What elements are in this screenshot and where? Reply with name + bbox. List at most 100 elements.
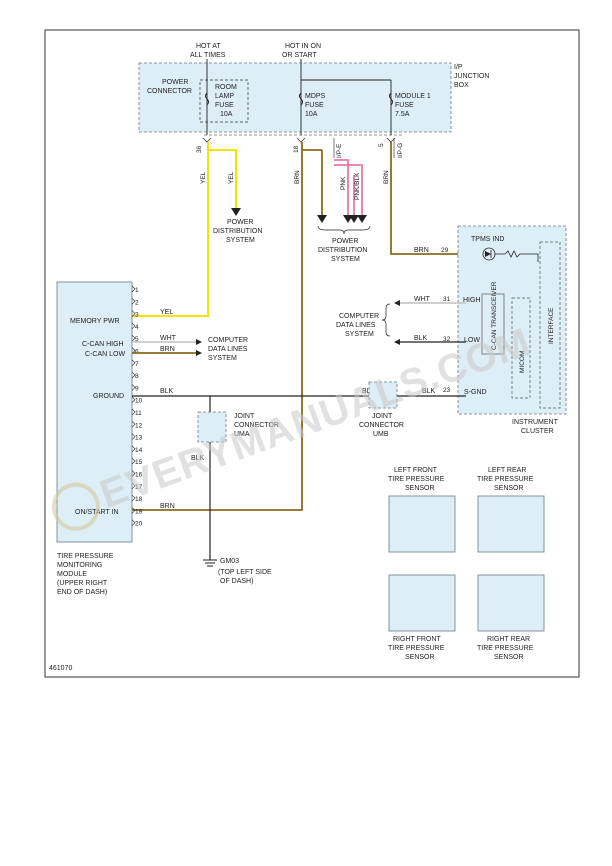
sensor-lr-1: LEFT REAR [488,467,526,474]
cluster-transceiver-block [481,293,505,355]
wire-label-yel-pwr: YEL [160,309,173,316]
tpms-pin-10: 10 [135,398,143,405]
wire-label-yel-1: YEL [200,171,207,184]
power-connector-label-2: CONNECTOR [147,88,192,95]
cdl-left-line-1: COMPUTER [208,337,248,344]
svg-text:ROOM: ROOM [215,84,237,91]
cdl-right-line-1: COMPUTER [339,313,379,320]
umb-label-3: UMB [373,431,389,438]
sensor-rr-3: SENSOR [494,654,524,661]
cluster-pin-23: 23 [443,387,451,394]
pds-2-line-2: DISTRIBUTION [318,247,367,254]
sensor-lr-3: SENSOR [494,485,524,492]
ip-e-label: I/P-E [336,143,343,158]
hot-run-start-2: OR START [282,52,317,59]
sensor-lf-2: TIRE PRESSURE [388,476,445,483]
svg-text:MDPS: MDPS [305,93,326,100]
wire-label-yel-2: YEL [228,171,235,184]
micom-label: MICOM [519,351,526,373]
sensor-rr-1: RIGHT REAR [487,636,530,643]
jb-pin-5: 5 [378,143,385,147]
umb-label-2: CONNECTOR [359,422,404,429]
tpms-pin-1: 1 [135,287,139,294]
fuse-mdps: MDPS FUSE 10A [299,92,326,118]
svg-text:FUSE: FUSE [395,102,414,109]
wire-label-brn-29: BRN [414,247,429,254]
svg-text:FUSE: FUSE [305,102,324,109]
wire-label-pnk-blk: PNK/BLK [354,172,361,200]
cdl-left-line-3: SYSTEM [208,355,237,362]
wire-label-wht-can: WHT [160,335,177,342]
cluster-label-2: CLUSTER [521,428,554,435]
wire-pnk [334,159,349,215]
cluster-pin-31: 31 [443,296,451,303]
ground-label: GROUND [93,393,124,400]
wire-label-blk-uma: BLK [191,455,205,462]
tpms-ind-label: TPMS IND [471,236,504,243]
tpms-module-name-3: MODULE [57,571,87,578]
wire-label-pnk: PNK [340,176,347,190]
sensor-right-front [388,574,456,632]
tpms-module-name-4: (UPPER RIGHT [57,580,108,587]
hot-all-times-1: HOT AT [196,43,221,50]
junction-box-label-3: BOX [454,82,469,89]
tpms-module-name-1: TIRE PRESSURE [57,553,114,560]
diagram-id: 461070 [49,665,72,672]
jb-pin-36: 36 [196,145,203,153]
memory-pwr-label: MEMORY PWR [70,318,120,325]
high-label: HIGH [463,297,481,304]
svg-text:7.5A: 7.5A [395,111,410,118]
uma-label-1: JOINT [234,413,255,420]
tpms-pin-14: 14 [135,447,143,454]
tpms-pin-20: 20 [135,521,143,528]
ground-point-1: GM03 [220,558,239,565]
umb-label-1: JOINT [372,413,393,420]
interface-label: INTERFACE [548,307,555,344]
wire-yel-pds [208,149,237,208]
junction-box [138,62,452,133]
wire-label-brn-cluster: BRN [383,170,390,184]
sensor-rf-1: RIGHT FRONT [393,636,441,643]
wire-label-blk-umb: BLK [362,388,376,395]
tpms-pin-5: 5 [135,336,139,343]
pds-1-line-3: SYSTEM [226,237,255,244]
ip-g-label: I/P-G [397,143,404,158]
fuse-room-lamp: ROOM LAMP FUSE 10A [205,84,237,118]
svg-text:FUSE: FUSE [215,102,234,109]
cluster-interface-block [539,241,561,409]
power-connector-label-1: POWER [162,79,188,86]
pds-2-line-1: POWER [332,238,358,245]
tpms-pin-2: 2 [135,299,139,306]
sensor-lf-1: LEFT FRONT [394,467,438,474]
wire-label-brn-can: BRN [160,346,175,353]
wire-pnk-blk [334,164,363,215]
uma-label-2: CONNECTOR [234,422,279,429]
can-low-label: C-CAN LOW [85,351,125,358]
wire-label-blk-ground: BLK [160,388,174,395]
hot-all-times-2: ALL TIMES [190,52,226,59]
sensor-lr-2: TIRE PRESSURE [477,476,534,483]
cluster-pin-29: 29 [441,247,449,254]
sensor-right-rear [477,574,545,632]
svg-text:10A: 10A [220,111,233,118]
sensor-rf-2: TIRE PRESSURE [388,645,445,652]
ground-symbol-icon [203,559,217,567]
tpms-pin-9: 9 [135,385,139,392]
wire-label-blk-23: BLK [422,388,436,395]
wire-brn-cluster [390,142,465,255]
joint-connector-umb [368,381,398,409]
sensor-left-rear [477,495,545,553]
joint-connector-uma [197,411,227,443]
wire-label-blk-32: BLK [414,335,428,342]
s-gnd-label: S-GND [464,389,487,396]
sensor-rf-3: SENSOR [405,654,435,661]
tpms-pin-17: 17 [135,484,143,491]
cdl-left-line-2: DATA LINES [208,346,248,353]
svg-text:LAMP: LAMP [215,93,234,100]
pds-1-line-1: POWER [227,219,253,226]
svg-text:MODULE 1: MODULE 1 [395,93,431,100]
jb-pin-18: 18 [293,145,300,153]
tpms-pin-8: 8 [135,373,139,380]
sensor-lf-3: SENSOR [405,485,435,492]
wire-label-wht-31: WHT [414,296,431,303]
